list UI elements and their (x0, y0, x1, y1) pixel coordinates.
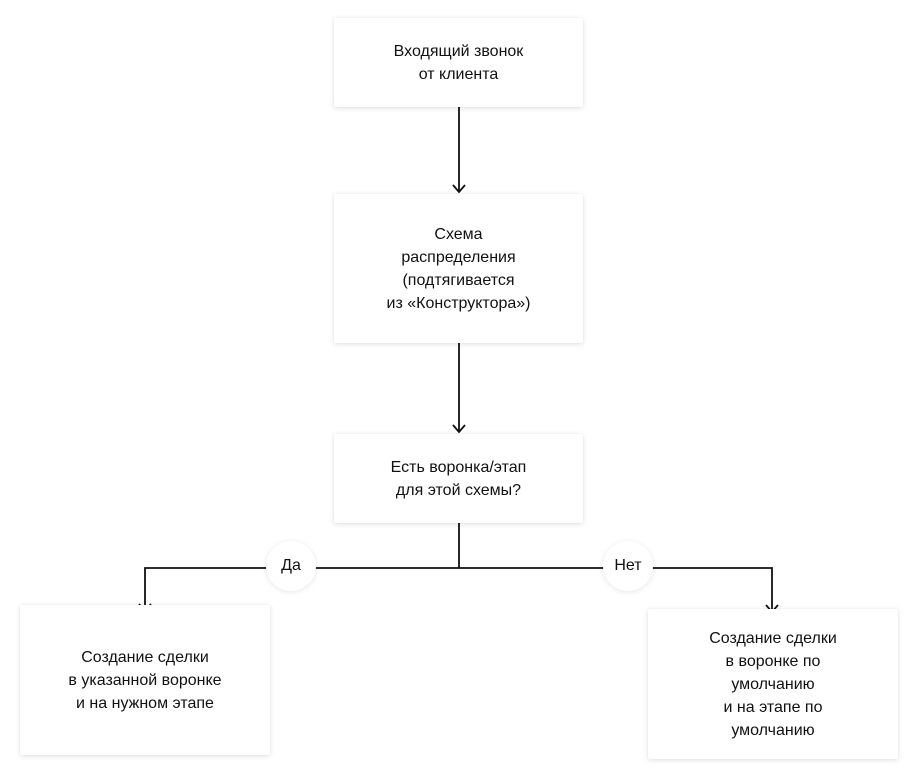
node-check-funnel-decision: Есть воронка/этап для этой схемы? (334, 434, 583, 523)
branch-label-yes: Да (266, 541, 316, 591)
node-distribution-scheme: Схема распределения (подтягивается из «К… (334, 194, 583, 343)
edge-no-branch (459, 567, 773, 612)
branch-label-no: Нет (603, 541, 653, 591)
arrowhead-scheme-to-check (452, 424, 466, 434)
node-incoming-call: Входящий звонок от клиента (334, 18, 583, 107)
node-create-deal-specified-funnel: Создание сделки в указанной воронке и на… (20, 605, 270, 755)
edge-yes-branch (144, 567, 459, 611)
node-create-deal-default-funnel: Создание сделки в воронке по умолчанию и… (648, 609, 898, 759)
arrowhead-call-to-scheme (452, 184, 466, 194)
